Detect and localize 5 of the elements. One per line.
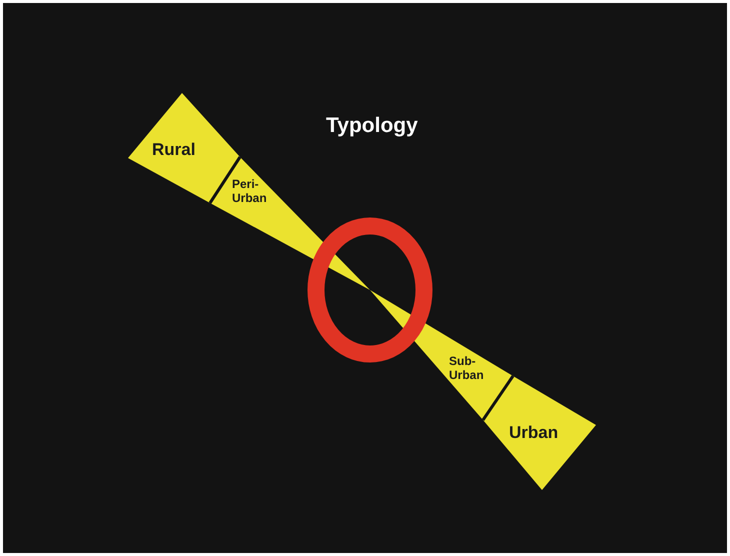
segment-label: Urban — [509, 423, 560, 443]
diagram-title: Typology — [326, 114, 418, 138]
segment-label: Rural — [152, 140, 196, 160]
segment-label: Sub- Urban — [449, 355, 485, 383]
segment-label: Peri- Urban — [232, 178, 268, 206]
